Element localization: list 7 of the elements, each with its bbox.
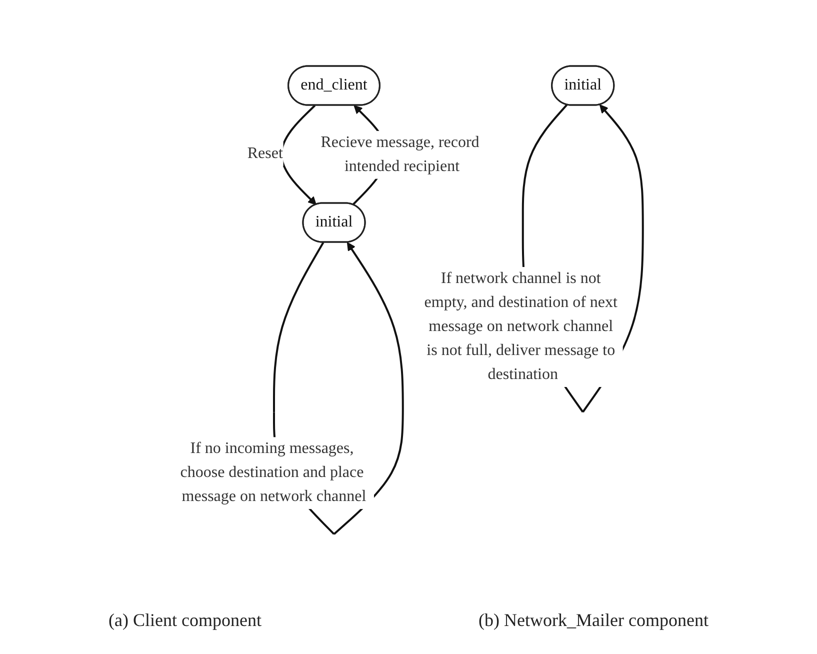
edge-label: If network channel is not empty, and destination of next message on network channel is not full, deliver message to destination — [424, 270, 618, 383]
caption: (b) Network_Mailer component — [478, 610, 708, 631]
edge-label: Reset — [247, 144, 283, 162]
edge-label: If no incoming messages, choose destination and place message on network channel — [180, 440, 366, 505]
edge-label: Recieve message, record intended recipient — [320, 134, 480, 175]
arrow — [280, 104, 317, 206]
caption: (a) Client component — [108, 610, 262, 631]
